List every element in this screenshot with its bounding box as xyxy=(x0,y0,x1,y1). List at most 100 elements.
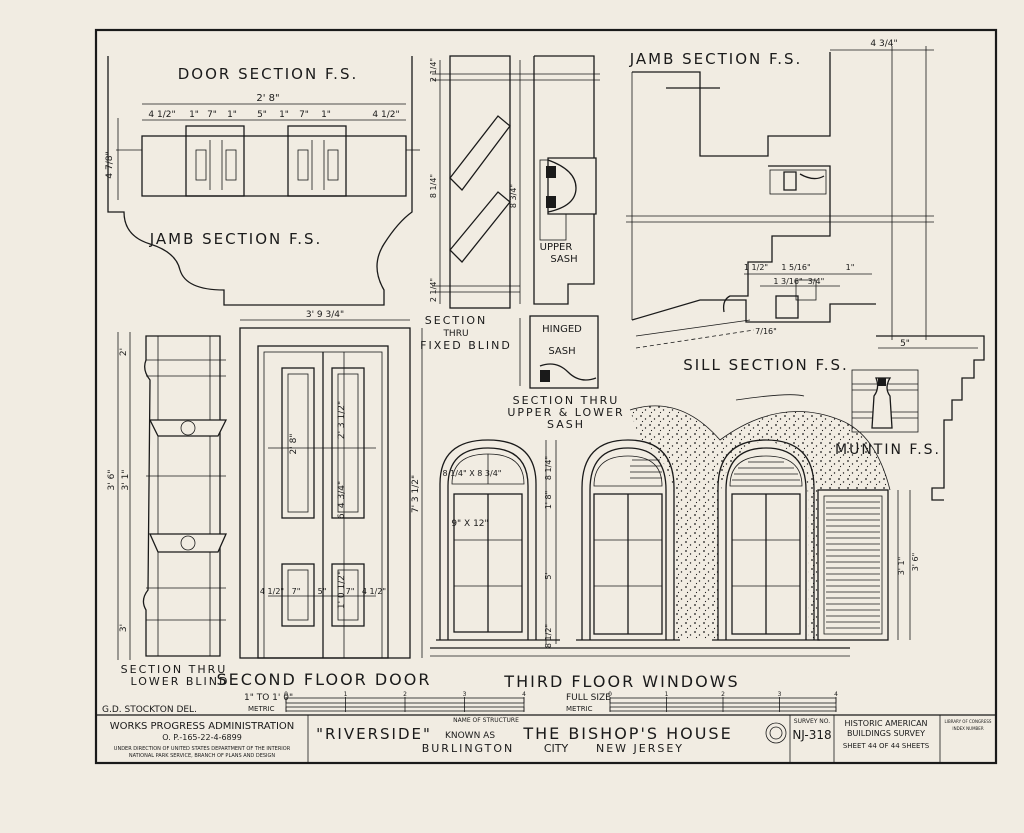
structure-alias: THE BISHOP'S HOUSE xyxy=(522,724,732,743)
upper-sash-label-1: UPPER xyxy=(540,242,573,253)
name-of-structure-label: NAME OF STRUCTURE xyxy=(453,717,519,724)
city: BURLINGTON xyxy=(422,742,515,755)
fixed-blind-title-3: FIXED BLIND xyxy=(420,339,512,352)
blind-dims-label: 2 1/4" xyxy=(429,278,438,302)
scale-left-ticks-label: 4 xyxy=(522,691,526,698)
loc-label-1: LIBRARY OF CONGRESS xyxy=(945,719,992,724)
scale-right-ticks-label: 2 xyxy=(721,691,725,698)
scale-right-ticks-label: 1 xyxy=(665,691,669,698)
window-glass-label-top: 8 1/4" X 8 3/4" xyxy=(443,469,502,478)
scale-left-ticks-label: 2 xyxy=(403,691,407,698)
third-floor-windows-drawing: 8 1/4" X 8 3/4" 9" X 12" xyxy=(430,394,920,657)
hinged-sash-label-2: SASH xyxy=(548,346,575,357)
agency-line-4: NATIONAL PARK SERVICE, BRANCH OF PLANS A… xyxy=(129,753,276,759)
upper-lower-title-2: UPPER & LOWER xyxy=(507,406,624,419)
loc-label-2: INDEX NUMBER xyxy=(952,726,983,731)
shutter-louvers xyxy=(826,501,880,629)
structure-name: "RIVERSIDE" xyxy=(316,725,432,743)
sill-dims-label: 7/16" xyxy=(755,327,777,336)
jamb-section-left-title: JAMB SECTION F.S. xyxy=(149,230,323,248)
sill-dims-label: 1 5/16" xyxy=(781,263,810,272)
scale-right-label: FULL SIZE xyxy=(566,693,611,703)
window-2-fan-louvers xyxy=(630,459,662,479)
second-floor-door-width: 3' 9 3/4" xyxy=(306,310,344,320)
window-dims-label: 3' 6" xyxy=(911,553,920,572)
door-elev-dims-label: 2' 8" xyxy=(289,434,299,455)
upper-lower-title-3: SASH xyxy=(547,418,585,431)
lower-blind-title-1: SECTION THRU xyxy=(121,663,228,676)
state: NEW JERSEY xyxy=(596,742,684,755)
lower-blind-dims-label: 2' xyxy=(119,348,129,356)
scale-right-ticks-label: 0 xyxy=(608,691,612,698)
lower-blind-dims-label: 3' 6" xyxy=(107,470,117,491)
door-dims-label: 5" xyxy=(257,110,267,120)
sill-section-title: SILL SECTION F.S. xyxy=(683,356,849,374)
door-section-dims: 4 1/2"1"7"1"5"1"7"1"4 1/2" xyxy=(148,110,399,120)
survey-seal xyxy=(765,722,787,744)
agency-line-2: O. P.-165-22-4-6899 xyxy=(162,733,242,742)
sill-dims: 1 1/2" 1 5/16" 1" 1 3/16" 3/4" 7/16" xyxy=(744,263,854,336)
blind-dims-label: 8 1/4" xyxy=(429,174,438,198)
door-dims-label: 1" xyxy=(321,110,331,120)
lower-blind-title-2: LOWER BLIND xyxy=(131,675,230,688)
door-bottom-dims-label: 7" xyxy=(346,587,355,596)
delineator: G.D. STOCKTON DEL. xyxy=(102,705,197,715)
sill-dims-label: 3/4" xyxy=(808,277,825,286)
city-label: CITY xyxy=(544,742,569,755)
survey-name-1: HISTORIC AMERICAN xyxy=(844,719,927,728)
window-dims-label: 3' 1" xyxy=(897,557,906,576)
door-elev-dims-label: 2' 3 1/2" xyxy=(337,401,347,439)
jamb-section-right-title: JAMB SECTION F.S. xyxy=(629,50,803,68)
window-dims: 8 1/4"1' 8"5'8 1/2"3' 1"3' 6" xyxy=(544,456,920,648)
scale-right-ticks-label: 4 xyxy=(834,691,838,698)
agency-line-3: UNDER DIRECTION OF UNITED STATES DEPARTM… xyxy=(114,746,291,752)
sill-dims-label: 1" xyxy=(846,263,855,272)
fixed-blind-title-1: SECTION xyxy=(425,314,487,327)
sill-dims-label: 1 3/16" xyxy=(773,277,802,286)
title-block: G.D. STOCKTON DEL. WORKS PROGRESS ADMINI… xyxy=(102,705,992,763)
scale-left-metric: METRIC xyxy=(248,705,275,713)
hinged-sash-label-1: HINGED xyxy=(542,324,582,335)
door-dims-label: 1" xyxy=(189,110,199,120)
lower-blind-dims-label: 3' xyxy=(119,624,129,632)
scale-left-label: 1" TO 1' 0" xyxy=(244,693,293,703)
door-elev-dims-label: 1' 0 1/2" xyxy=(337,571,347,609)
known-as: KNOWN AS xyxy=(445,731,495,741)
survey-name-2: BUILDINGS SURVEY xyxy=(847,729,925,738)
blind-dims-label: 2 1/4" xyxy=(429,58,438,82)
lower-blind-dims-label: 3' 1" xyxy=(121,470,131,491)
window-glass-label-main: 9" X 12" xyxy=(451,519,488,529)
door-dims-label: 4 1/2" xyxy=(372,110,399,120)
outer-border xyxy=(94,28,998,765)
second-floor-door-drawing: 3' 9 3/4" 2' 8" 2' 3 1/2" 6' 4 3/4" 1' 0 1/… xyxy=(239,310,423,659)
door-elev-dims-label: 6' 4 3/4" xyxy=(337,481,347,519)
third-floor-windows-title: THIRD FLOOR WINDOWS xyxy=(503,672,739,691)
door-section-title: DOOR SECTION F.S. xyxy=(178,65,358,83)
door-elev-dims-label: 7' 3 1/2" xyxy=(411,475,421,513)
fixed-blind-drawing: 2 1/4"8 1/4"8 3/4"2 1/4" SECTION THRU FI… xyxy=(420,55,600,352)
upper-lower-title-1: SECTION THRU xyxy=(513,394,620,407)
door-section-drawing: DOOR SECTION F.S. 2' 8" 4 1/2" 1" 7" 1" 5" 1"… xyxy=(105,56,420,306)
door-dims-label: 1" xyxy=(279,110,289,120)
fixed-blind-title-2: THRU xyxy=(442,329,468,339)
door-bottom-dims-label: 5" xyxy=(318,587,327,596)
door-dims-label: 1" xyxy=(227,110,237,120)
sill-dim-5: 5" xyxy=(900,339,910,349)
window-dims-label: 8 1/2" xyxy=(544,624,553,648)
door-bottom-dims: 4 1/2"7"5"7"4 1/2" xyxy=(260,587,386,596)
sill-dims-label: 1 1/2" xyxy=(744,263,768,272)
door-dims-label: 7" xyxy=(207,110,217,120)
agency-line-1: WORKS PROGRESS ADMINISTRATION xyxy=(110,721,295,732)
door-bottom-dims-label: 4 1/2" xyxy=(260,587,284,596)
lower-blind-dims: 2' 3' 6" 3' 1" 3' xyxy=(107,348,131,632)
survey-no: NJ-318 xyxy=(792,728,831,742)
second-floor-door-title: SECOND FLOOR DOOR xyxy=(217,670,432,689)
door-section-height-dim: 4 7/8" xyxy=(105,151,115,178)
lower-blind-drawing: 2' 3' 6" 3' 1" 3' xyxy=(107,332,228,660)
door-dims-label: 4 1/2" xyxy=(148,110,175,120)
door-section-overall-dim: 2' 8" xyxy=(256,93,279,104)
